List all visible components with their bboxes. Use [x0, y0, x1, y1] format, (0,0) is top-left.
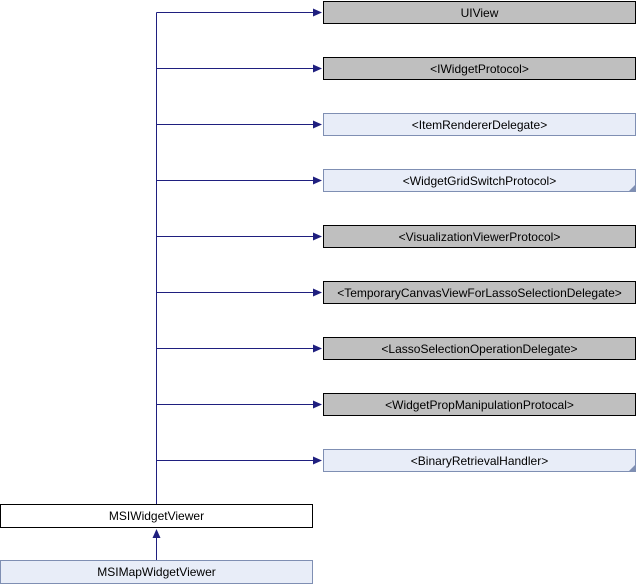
node-binary-retrieval-handler[interactable]: <BinaryRetrievalHandler> [323, 449, 636, 472]
edge-arrowhead-2 [313, 120, 322, 129]
node-temporary-canvas-view-delegate[interactable]: <TemporaryCanvasViewForLassoSelectionDel… [323, 281, 636, 304]
edge-arrowhead-5 [313, 288, 322, 297]
node-label: <ItemRendererDelegate> [411, 117, 548, 132]
edge-arrowhead-4 [313, 232, 322, 241]
edge-arrowhead-1 [313, 64, 322, 73]
truncation-corner-icon [629, 465, 635, 471]
edge-arrowhead-8 [313, 456, 322, 465]
node-iwidget-protocol[interactable]: <IWidgetProtocol> [323, 57, 636, 80]
node-label: <WidgetGridSwitchProtocol> [402, 173, 557, 188]
node-uiview[interactable]: UIView [323, 1, 636, 24]
node-label: <BinaryRetrievalHandler> [410, 453, 549, 468]
truncation-corner-icon [629, 185, 635, 191]
node-item-renderer-delegate[interactable]: <ItemRendererDelegate> [323, 113, 636, 136]
node-lasso-selection-operation-delegate[interactable]: <LassoSelectionOperationDelegate> [323, 337, 636, 360]
edge-arrowhead-map [152, 529, 161, 538]
edge-arrowhead-0 [313, 8, 322, 17]
node-widget-grid-switch-protocol[interactable]: <WidgetGridSwitchProtocol> [323, 169, 636, 192]
node-msi-widget-viewer[interactable]: MSIWidgetViewer [0, 504, 313, 528]
edge-arrowhead-7 [313, 400, 322, 409]
edge-arrowhead-3 [313, 176, 322, 185]
node-msi-map-widget-viewer[interactable]: MSIMapWidgetViewer [0, 560, 313, 584]
node-widget-prop-manipulation-protocal[interactable]: <WidgetPropManipulationProtocal> [323, 393, 636, 416]
edge-arrowhead-6 [313, 344, 322, 353]
node-visualization-viewer-protocol[interactable]: <VisualizationViewerProtocol> [323, 225, 636, 248]
node-label: MSIMapWidgetViewer [97, 565, 216, 579]
